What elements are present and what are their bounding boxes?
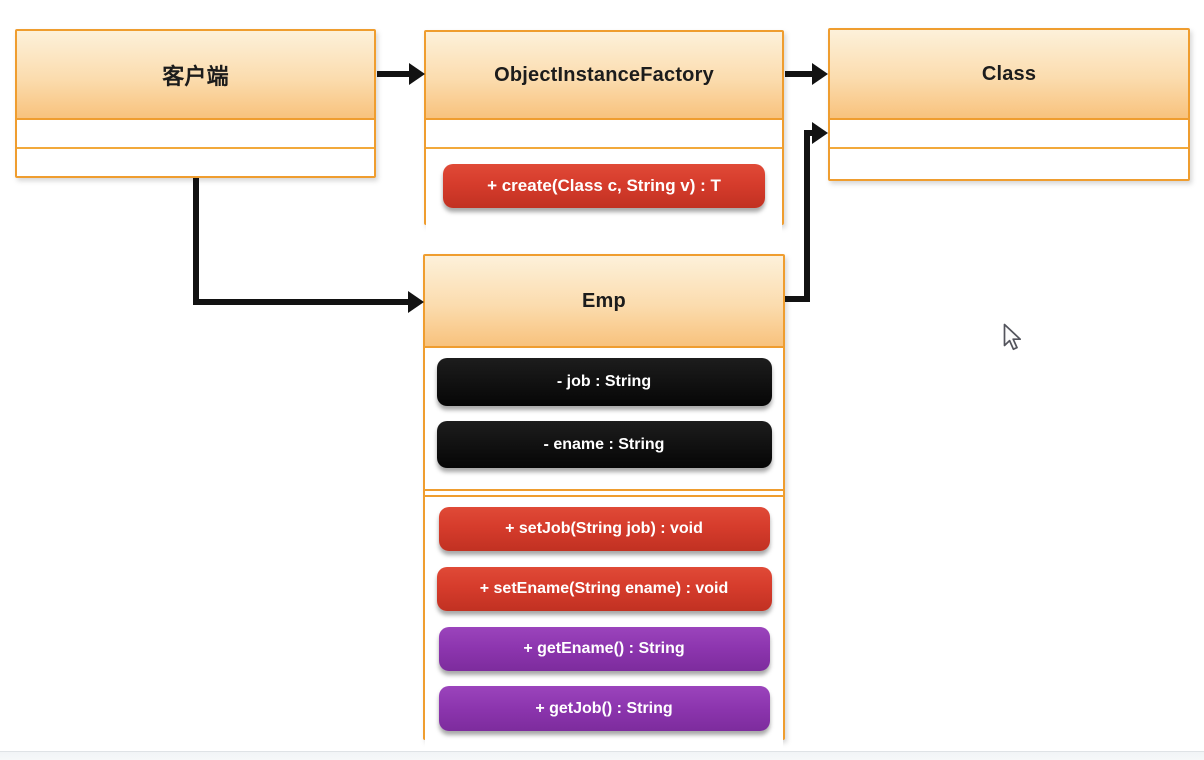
uml-class-class-methods-empty xyxy=(830,149,1188,179)
uml-class-emp-header: Emp xyxy=(425,256,783,348)
method-pill-setename: + setEname(String ename) : void xyxy=(436,567,772,611)
uml-class-factory: ObjectInstanceFactory + create(Class c, … xyxy=(424,30,784,238)
uml-class-class: Class xyxy=(828,28,1190,181)
uml-class-emp-title: Emp xyxy=(582,289,626,312)
uml-class-factory-header: ObjectInstanceFactory xyxy=(426,32,782,120)
method-pill-create: + create(Class c, String v) : T xyxy=(443,164,765,208)
arrowhead-icon xyxy=(409,63,425,85)
uml-class-client-methods-empty xyxy=(17,149,374,176)
method-pill-setjob: + setJob(String job) : void xyxy=(438,507,770,551)
uml-class-class-attributes-empty xyxy=(830,120,1188,149)
uml-class-emp-methods: + setJob(String job) : void + setEname(S… xyxy=(425,495,783,748)
attribute-pill-ename: - ename : String xyxy=(436,421,772,468)
uml-class-emp-attributes: - job : String - ename : String xyxy=(425,358,783,491)
uml-class-client: 客户端 xyxy=(15,29,376,178)
uml-class-client-title: 客户端 xyxy=(162,63,229,89)
uml-class-class-header: Class xyxy=(830,30,1188,120)
uml-class-emp: Emp - job : String - ename : String + se… xyxy=(423,254,785,748)
arrowhead-icon xyxy=(812,63,828,85)
uml-class-client-attributes-empty xyxy=(17,120,374,149)
bottom-edge-strip xyxy=(0,751,1204,760)
uml-class-factory-title: ObjectInstanceFactory xyxy=(494,63,714,86)
attribute-pill-job: - job : String xyxy=(436,358,772,406)
method-pill-getename: + getEname() : String xyxy=(438,627,770,671)
mouse-cursor-icon xyxy=(1003,323,1025,358)
uml-class-factory-methods: + create(Class c, String v) : T xyxy=(426,164,782,238)
emp-compartment-gap xyxy=(425,491,783,495)
uml-class-class-title: Class xyxy=(981,62,1037,85)
arrowhead-icon xyxy=(408,291,424,313)
uml-class-factory-attributes-empty xyxy=(426,120,782,149)
arrowhead-icon xyxy=(812,122,828,144)
method-pill-getjob: + getJob() : String xyxy=(438,686,770,731)
uml-class-client-header: 客户端 xyxy=(17,31,374,120)
